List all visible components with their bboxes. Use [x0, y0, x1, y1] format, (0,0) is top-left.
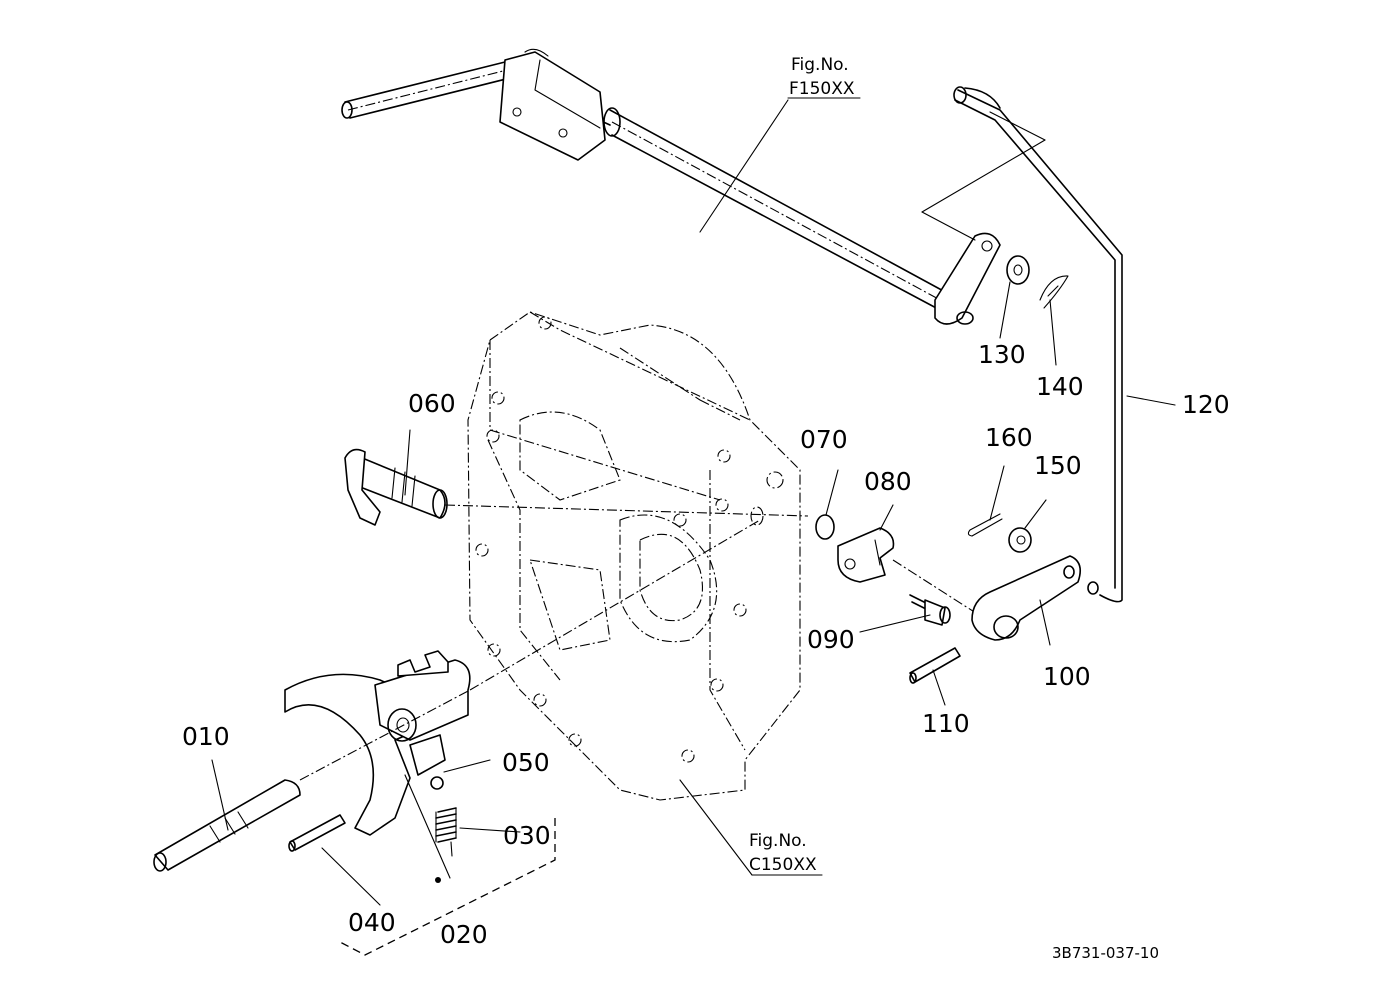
- callout-040: 040: [348, 908, 396, 937]
- callout-090: 090: [807, 625, 855, 654]
- callout-050: 050: [502, 748, 550, 777]
- washer-130: [1006, 255, 1030, 285]
- leader-lines: [211, 97, 1176, 906]
- callout-140: 140: [1036, 372, 1084, 401]
- bolt-090: [909, 594, 951, 626]
- shaft-010: [153, 779, 301, 872]
- o-ring-070: [815, 514, 835, 540]
- bracket-020: [339, 818, 556, 956]
- shift-arm-060: [344, 448, 448, 526]
- callout-030: 030: [503, 821, 551, 850]
- shift-fork: [284, 650, 471, 879]
- cotter-pin-160: [967, 513, 1003, 537]
- callout-150: 150: [1034, 451, 1082, 480]
- callout-160: 160: [985, 423, 1033, 452]
- callout-070: 070: [800, 425, 848, 454]
- callout-020: 020: [440, 920, 488, 949]
- callout-080: 080: [864, 467, 912, 496]
- washer-150: [1008, 527, 1032, 553]
- callout-110: 110: [922, 709, 970, 738]
- pin-040: [288, 814, 346, 852]
- fig-ref-top-number: F150XX: [789, 79, 855, 99]
- arm-080: [837, 527, 895, 583]
- rod-120: [953, 86, 1123, 603]
- upper-shift-shaft: [341, 48, 961, 319]
- callout-010: 010: [182, 722, 230, 751]
- callout-100: 100: [1043, 662, 1091, 691]
- pin-110: [909, 647, 961, 684]
- lever-100: [971, 555, 1081, 641]
- callout-060: 060: [408, 389, 456, 418]
- callout-130: 130: [978, 340, 1026, 369]
- drawing-code: 3B731-037-10: [1052, 944, 1159, 962]
- detent-ball: [435, 877, 441, 883]
- fig-ref-bottom-number: C150XX: [749, 855, 817, 875]
- callout-120: 120: [1182, 390, 1230, 419]
- clip-140: [1039, 275, 1069, 309]
- fig-ref-top-label: Fig.No.: [791, 55, 849, 75]
- ball-050: [430, 776, 444, 790]
- fig-ref-bottom-label: Fig.No.: [749, 831, 807, 851]
- upper-arm-lever: [921, 111, 1046, 325]
- spring-030: [435, 807, 457, 857]
- clutch-housing: [467, 311, 801, 801]
